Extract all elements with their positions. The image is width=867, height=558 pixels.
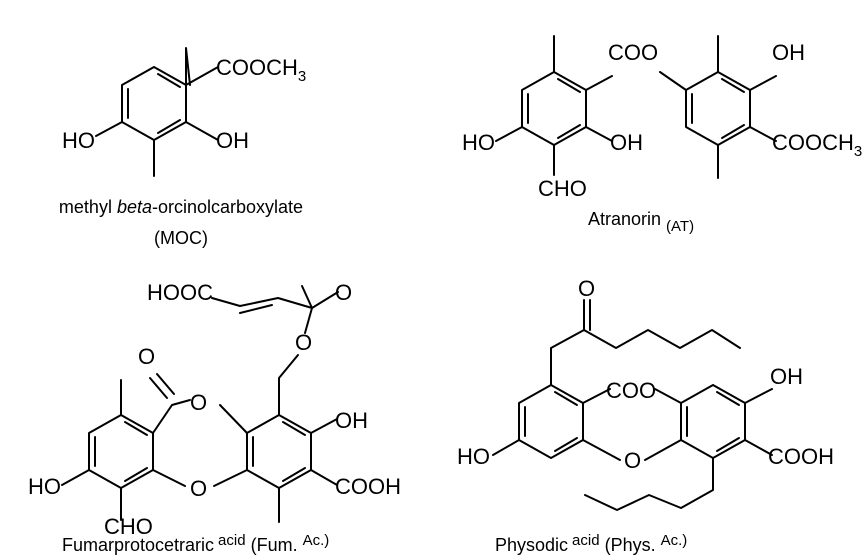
at-oh-label: OH [610, 130, 643, 155]
phys-ho-label: HO [457, 444, 490, 469]
at-right-ring-double-bonds [691, 78, 745, 139]
at-ester-label: COOCH3 [772, 130, 862, 160]
phys-bridge-bonds [582, 388, 682, 461]
phys-cooh-label: COOH [768, 444, 834, 469]
fum-o-ester-label: O [295, 330, 312, 355]
moc-ring-double-bonds [127, 73, 181, 134]
at-left-ring [521, 71, 587, 146]
at-structure: COO OH COOCH3 HO OH CHO [462, 35, 862, 201]
at-right-ring [685, 71, 751, 146]
moc-ester-label: COOCH3 [216, 55, 306, 85]
phys-right-ring [680, 384, 746, 459]
fum-right-ring-double-bonds [252, 421, 306, 482]
fum-o-lactone-r-label: O [190, 390, 207, 415]
fum-cho-label: CHO [104, 514, 153, 539]
moc-structure: COOCH3 HO OH [62, 47, 306, 177]
phys-left-ring [518, 384, 584, 459]
phys-structure: O COO OH COOH HO O [457, 276, 834, 511]
fum-oh-label: OH [335, 408, 368, 433]
fum-o-lactone-c-label: O [138, 344, 155, 369]
fum-hooc-label: HOOC [147, 280, 213, 305]
phys-o-ketone-label: O [578, 276, 595, 301]
at-cho-label: CHO [538, 176, 587, 201]
at-oh-top-label: OH [772, 40, 805, 65]
fum-left-ring [88, 414, 154, 489]
at-caption: Atranorin(AT) [588, 209, 694, 235]
phys-coo-label: COO [606, 378, 656, 403]
fum-o-carbonyl-label: O [335, 280, 352, 305]
fum-left-ring-double-bonds [94, 421, 148, 482]
phys-left-ring-double-bonds [524, 391, 578, 452]
moc-ring [121, 66, 187, 141]
fum-ho-label: HO [28, 474, 61, 499]
fum-o-ether-label: O [190, 476, 207, 501]
phys-oh-label: OH [770, 364, 803, 389]
at-left-ring-double-bonds [527, 78, 581, 139]
at-substituent-bonds [495, 35, 777, 179]
fum-cooh-label: COOH [335, 474, 401, 499]
at-ho-label: HO [462, 130, 495, 155]
phys-o-ether-label: O [624, 448, 641, 473]
moc-substituent-bonds [95, 47, 219, 177]
at-coo-label: COO [608, 40, 658, 65]
moc-oh-label: OH [216, 128, 249, 153]
moc-caption-name: methyl beta-orcinolcarboxylate [59, 197, 303, 217]
moc-ho-label: HO [62, 128, 95, 153]
fum-structure: O O O O O HOOC OH COOH HO CHO [28, 280, 401, 539]
fum-depsidone-bonds [149, 373, 248, 487]
fum-side-chain-bonds [61, 285, 339, 523]
phys-right-ring-double-bonds [686, 391, 740, 452]
phys-side-chain-bonds [492, 299, 773, 511]
moc-caption-abbr: (MOC) [154, 228, 208, 248]
fum-right-ring [246, 414, 312, 489]
